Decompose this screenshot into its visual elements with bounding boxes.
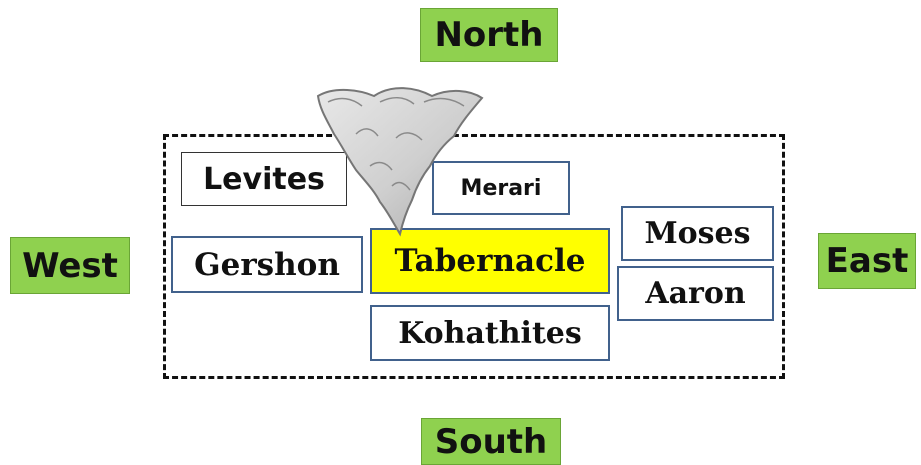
direction-north-label: North (420, 8, 558, 62)
direction-west-label: West (10, 237, 130, 294)
direction-east-label: East (818, 233, 916, 289)
aaron-box: Aaron (617, 266, 774, 321)
tabernacle-box: Tabernacle (370, 228, 610, 294)
pillar-of-cloud-icon (316, 87, 484, 237)
kohathites-box: Kohathites (370, 305, 610, 361)
moses-box: Moses (621, 206, 774, 261)
gershon-box: Gershon (171, 236, 363, 293)
levites-label: Levites (181, 152, 347, 206)
merari-box: Merari (432, 161, 570, 215)
camp-boundary (163, 134, 785, 379)
direction-south-label: South (421, 418, 561, 465)
